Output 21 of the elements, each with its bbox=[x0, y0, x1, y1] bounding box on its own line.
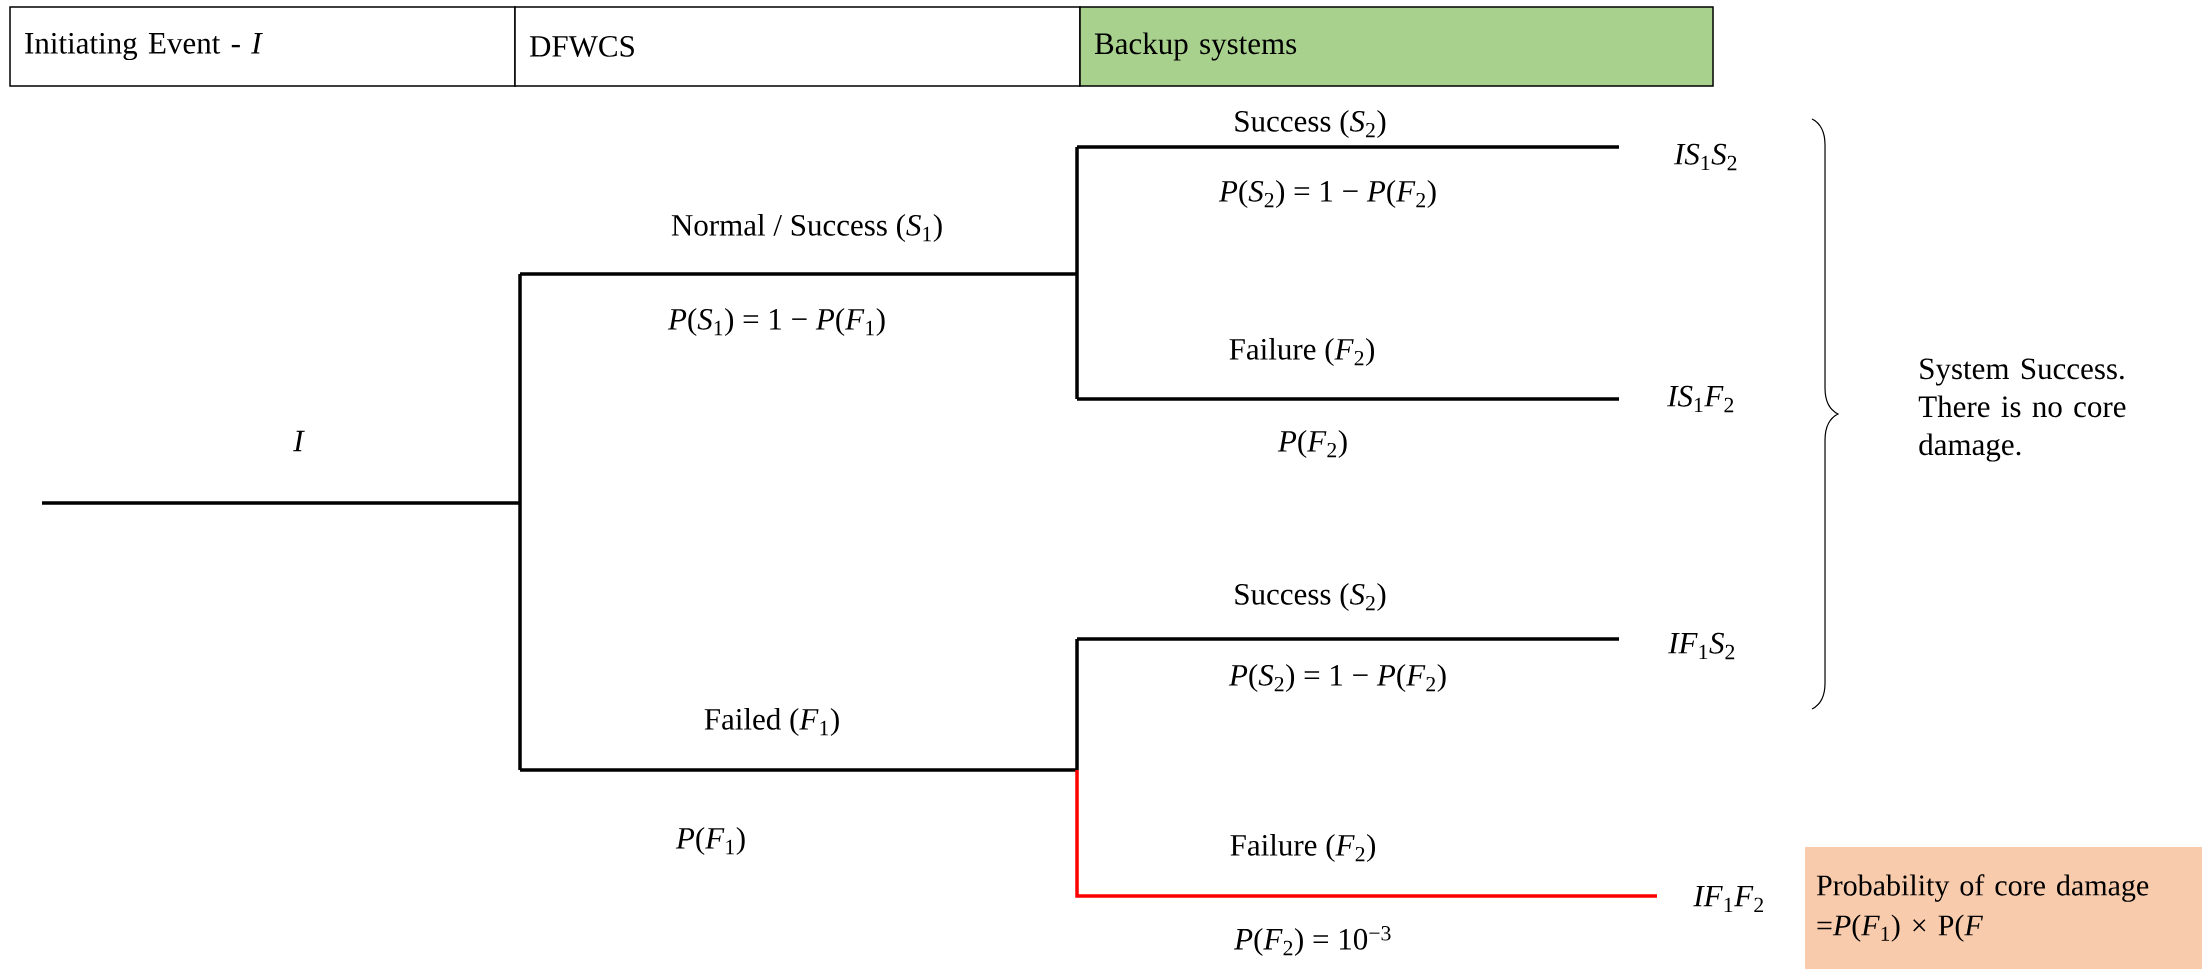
branch-label: Failure (F$_{2}$) bbox=[1230, 833, 1375, 863]
header-cell: DFWCS bbox=[514, 6, 1081, 87]
outcome-label: IF$_{1}$F$_{2}$ bbox=[1693, 885, 1764, 913]
probability-label: P(S$_{2}$) = 1 − P(F$_{2}$) bbox=[1228, 663, 1446, 693]
branch-label: I bbox=[293, 430, 305, 452]
outcome-label: IS$_{1}$S$_{2}$ bbox=[1673, 143, 1737, 171]
branch-label: Success (S$_{2}$) bbox=[1235, 582, 1386, 612]
probability-label: P(S$_{1}$) = 1 − P(F$_{1}$) bbox=[667, 307, 885, 337]
probability-label: P(S$_{2}$) = 1 − P(F$_{2}$) bbox=[1218, 179, 1436, 209]
note-text: System Success. There is no core damage. bbox=[1918, 358, 2126, 462]
probability-label: P(F$_{2}$) bbox=[1277, 429, 1347, 459]
probability-label: P(F$_{2}$) = 10$^{−3}$ bbox=[1234, 926, 1391, 956]
branch-label: Failed (F$_{1}$) bbox=[704, 707, 839, 737]
header-cell: Backup systems bbox=[1079, 6, 1714, 87]
outcome-label: IS$_{1}$F$_{2}$ bbox=[1667, 385, 1734, 413]
branch-label: Normal / Success (S$_{1}$) bbox=[671, 213, 942, 243]
branch-label: Failure (F$_{2}$) bbox=[1229, 337, 1374, 367]
note-box: Probability of core damage =P(F$_{1}$) × P(F bbox=[1805, 847, 2202, 969]
outcome-label: IF$_{1}$S$_{2}$ bbox=[1668, 632, 1735, 660]
probability-label: P(F$_{1}$) bbox=[675, 826, 745, 856]
header-cell: Initiating Event - I bbox=[9, 6, 516, 87]
